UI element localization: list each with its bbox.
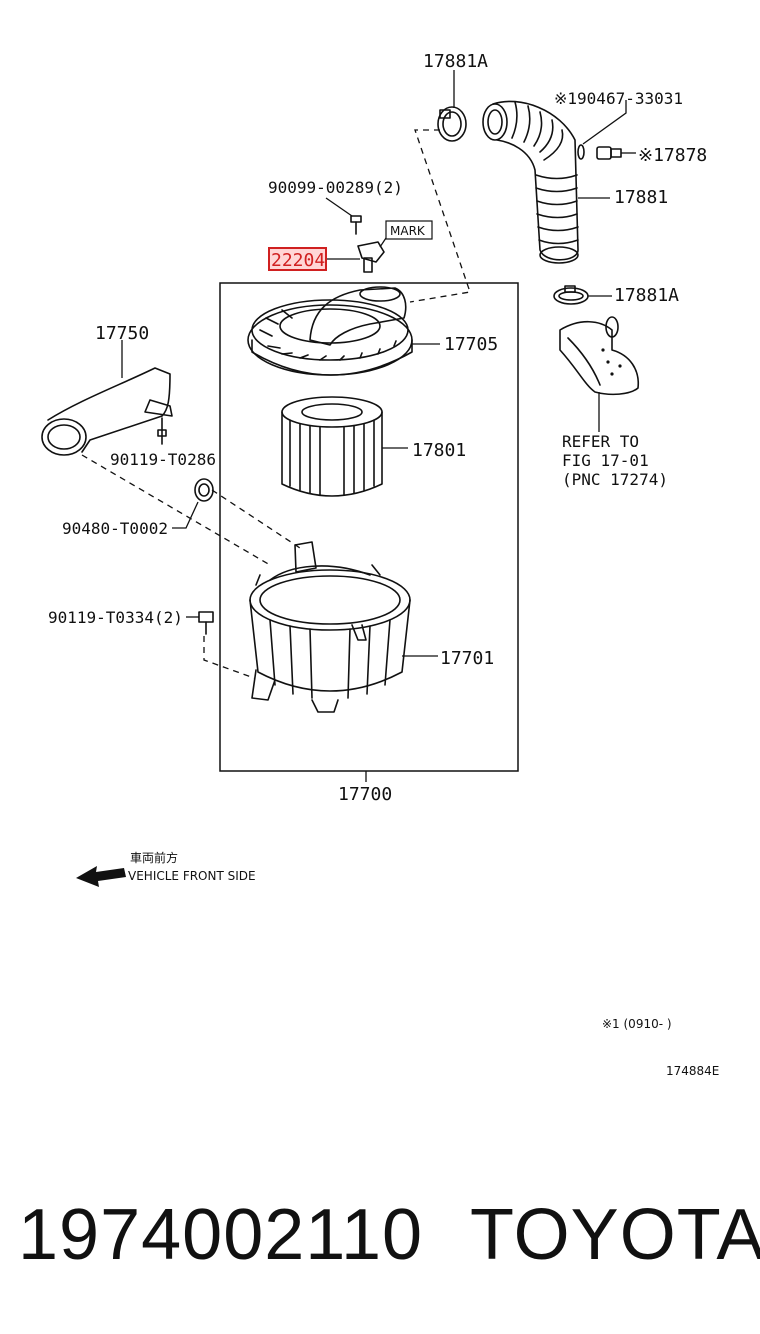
label-90480: 90480-T0002	[62, 519, 168, 538]
oring-90467	[577, 144, 585, 160]
sensor-22204	[357, 241, 385, 273]
label-17801: 17801	[412, 440, 466, 461]
direction-en: VEHICLE FRONT SIDE	[128, 869, 256, 883]
clamp-17881A-top	[437, 106, 467, 142]
brand-name: TOYOTA	[470, 1195, 760, 1275]
label-17881A-mid: 17881A	[614, 285, 679, 306]
label-17881A-top: 17881A	[423, 51, 488, 72]
label-17881: 17881	[614, 187, 668, 208]
plug-17878	[596, 146, 622, 160]
intake-hose-17881	[482, 100, 579, 264]
footnote: ※1 (0910- )	[602, 1017, 672, 1031]
duct-17750	[41, 367, 173, 456]
bolt-90119-T0286	[157, 417, 167, 445]
label-17750: 17750	[95, 323, 149, 344]
label-90119-T0334: 90119-T0334(2)	[48, 608, 183, 627]
filter-element-17801	[281, 396, 383, 497]
grommet-90480	[194, 478, 214, 502]
part-number: 1974002110	[18, 1195, 424, 1275]
label-90119-T0286: 90119-T0286	[110, 450, 216, 469]
parts-diagram: 17881A ※190467-33031 ※17878 17881 17881A…	[41, 51, 719, 1078]
assembly-box-17700	[219, 282, 519, 772]
direction-jp: 車両前方	[130, 850, 178, 865]
label-mark: MARK	[390, 224, 426, 238]
label-17701: 17701	[440, 648, 494, 669]
label-17878: ※17878	[638, 145, 707, 166]
refer-line-3: (PNC 17274)	[562, 470, 668, 489]
refer-line-2: FIG 17-01	[562, 451, 649, 470]
label-90467: ※190467-33031	[554, 89, 683, 108]
case-17701	[249, 541, 411, 713]
vehicle-front-arrow	[76, 866, 126, 887]
screw-90099	[350, 215, 362, 235]
refer-line-1: REFER TO	[562, 432, 639, 451]
highlight-22204	[268, 247, 327, 271]
label-17700: 17700	[338, 784, 392, 805]
figure-code: 174884E	[666, 1064, 719, 1078]
cover-17705	[247, 286, 413, 376]
clamp-17881A-lower	[553, 285, 589, 305]
bottom-bar: 1974002110 TOYOTA	[0, 1190, 760, 1280]
label-90099: 90099-00289(2)	[268, 178, 403, 197]
bolt-90119-T0334	[198, 611, 214, 635]
label-17705: 17705	[444, 334, 498, 355]
label-22204[interactable]: 22204	[271, 250, 325, 271]
mark-box	[385, 220, 433, 240]
elbow-17274	[559, 316, 639, 396]
